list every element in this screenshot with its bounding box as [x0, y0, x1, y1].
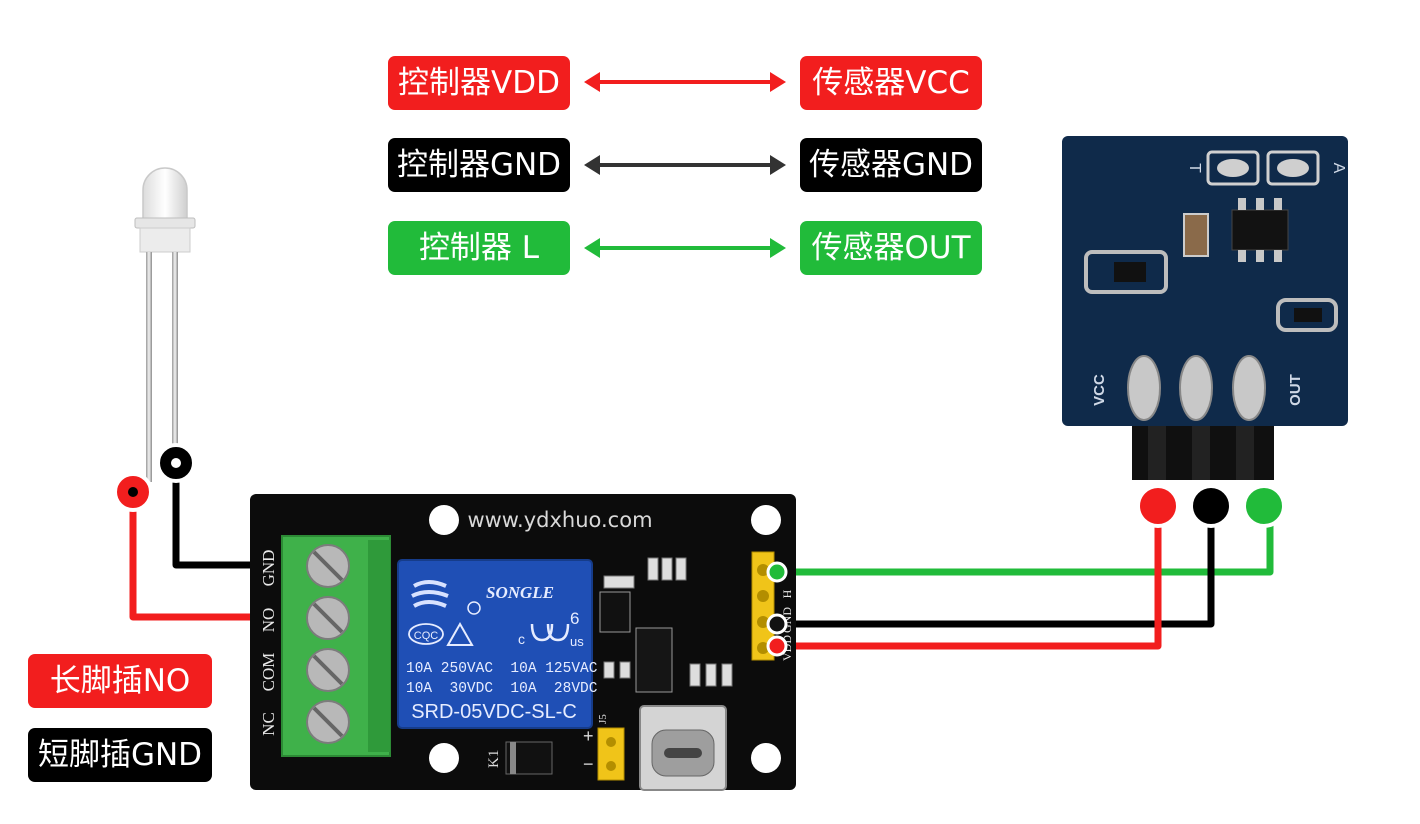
j5-label: J5 [597, 714, 609, 724]
header-label-h: H [780, 589, 794, 598]
relay-rating-1: 10A 250VAC 10A 125VAC [406, 661, 598, 677]
sensor-gnd-dot [1189, 484, 1233, 528]
controller-l-tag: 控制器 L [388, 221, 570, 275]
pin-dot-vdd [766, 635, 788, 657]
watermark: www.ydxhuo.com [467, 508, 652, 532]
sensor-vcc-dot [1136, 484, 1180, 528]
wire-led-gnd [172, 465, 252, 569]
wire-out-h [777, 510, 1274, 576]
label-gnd: GND [259, 550, 278, 587]
sensor-label-a: A [1330, 163, 1347, 174]
led-short-leg [172, 252, 178, 462]
k1-label: K1 [486, 750, 502, 768]
screw-terminal [281, 535, 391, 757]
sensor-gnd-tag: 传感器GND [800, 138, 982, 192]
signal-header: H GND VDD [751, 551, 794, 661]
sensor-pin-out: OUT [1287, 374, 1304, 406]
label-no: NO [259, 608, 278, 633]
sensor-vcc-tag: 传感器VCC [800, 56, 982, 110]
sensor-out-tag: 传感器OUT [800, 221, 982, 275]
minus-sign: − [583, 754, 594, 774]
sensor-label-t: T [1186, 163, 1203, 173]
controller-vdd-tag: 控制器VDD [388, 56, 570, 110]
relay-brand: SONGLE [486, 583, 554, 602]
label-nc: NC [259, 712, 278, 736]
relay-model: SRD-05VDC-SL-C [411, 701, 577, 723]
led-component [134, 167, 196, 482]
pin-map-arrows [584, 72, 786, 258]
relay: SONGLE CQC c us 6 10A 250VAC 10A 125VAC … [397, 559, 598, 729]
led-long-pin-tag: 长脚插NO [28, 654, 212, 708]
wires [129, 465, 1274, 650]
pin-dot-l [766, 561, 788, 583]
smd-parts [599, 557, 733, 693]
controller-gnd-tag: 控制器GND [388, 138, 570, 192]
wire-led-no [129, 492, 252, 621]
label-com: COM [259, 653, 278, 692]
ul-c: c [518, 631, 525, 647]
wire-gnd [777, 508, 1215, 628]
relay-num: 6 [570, 609, 579, 628]
sensor-pin-vcc: VCC [1091, 374, 1108, 406]
relay-rating-2: 10A 30VDC 10A 28VDC [406, 681, 598, 697]
led-long-leg [146, 252, 152, 482]
relay-board: www.ydxhuo.com GND NO COM NC SONGLE [250, 494, 796, 791]
sensor-out-dot [1242, 484, 1286, 528]
led-short-pin-tag: 短脚插GND [28, 728, 212, 782]
cqc-mark: CQC [414, 630, 439, 642]
wire-vdd [777, 508, 1162, 650]
plus-sign: + [583, 726, 594, 746]
terminal-labels: GND NO COM NC [259, 550, 278, 736]
sensor-board: T A VCC OUT [1062, 136, 1348, 480]
power-header [597, 727, 625, 781]
pin-dot-gnd [766, 613, 788, 635]
ul-us: us [570, 634, 584, 649]
